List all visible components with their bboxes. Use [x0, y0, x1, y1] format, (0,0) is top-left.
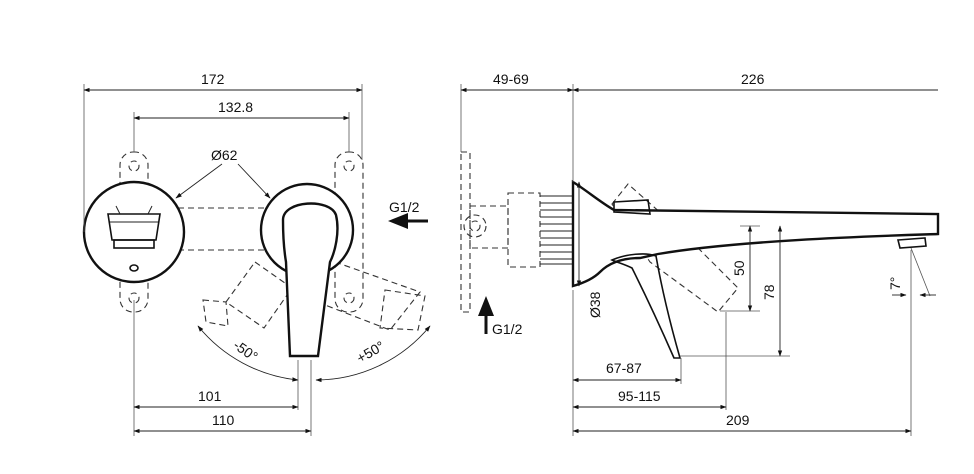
dim-209: 209 — [726, 412, 750, 428]
angle-left: -50° — [231, 337, 261, 365]
inlet-label-front: G1/2 — [389, 199, 420, 215]
dim-total-width: 172 — [201, 71, 225, 87]
dim-67-87: 67-87 — [606, 360, 642, 376]
dim-lever-101: 101 — [198, 388, 222, 404]
front-view: G1/2 172 132.8 Ø62 -50° +50° 101 — [82, 71, 431, 436]
lever-ghost-side — [611, 183, 739, 313]
threaded-sleeve — [540, 195, 573, 265]
dim-height-78: 78 — [761, 284, 777, 300]
inlet-label-side: G1/2 — [492, 321, 523, 337]
dim-height-50: 50 — [731, 260, 747, 276]
dim-spout-length: 226 — [741, 71, 765, 87]
angle-right: +50° — [354, 338, 387, 367]
dim-wall-depth: 49-69 — [493, 71, 529, 87]
side-view: G1/2 49-69 226 Ø38 50 78 67-87 95- — [460, 71, 940, 436]
spout-body — [571, 179, 940, 359]
inlet-arrow-front: G1/2 — [388, 199, 428, 229]
dim-plate-width: 132.8 — [218, 99, 253, 115]
dim-body-diameter: Ø38 — [587, 291, 603, 318]
side-dimensions: 49-69 226 Ø38 50 78 67-87 95-115 209 — [460, 71, 938, 436]
angle-outlet: 7° — [887, 277, 903, 290]
dim-95-115: 95-115 — [618, 388, 661, 404]
dim-rosette-diameter: Ø62 — [211, 147, 238, 163]
main-rosette — [259, 182, 355, 358]
dim-lever-110: 110 — [212, 412, 235, 428]
inlet-arrow-side: G1/2 — [478, 296, 523, 337]
concealed-body-outline — [460, 151, 541, 313]
rosette-detail — [82, 180, 186, 284]
